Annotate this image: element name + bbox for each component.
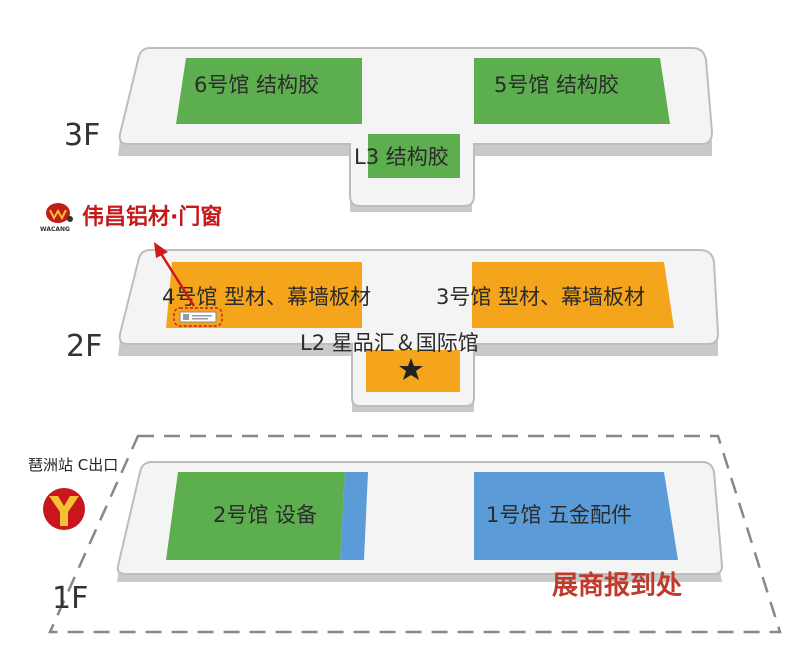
brand-name: 伟昌铝材·门窗 bbox=[82, 204, 222, 230]
floor-1f: 2号馆 设备 1号馆 五金配件 1F 展商报到处 bbox=[48, 434, 782, 634]
floor-3f-label: 3F bbox=[64, 118, 100, 153]
brand-pointer-arrow bbox=[154, 242, 196, 307]
metro-exit-label: 琶洲站 C出口 bbox=[28, 456, 118, 474]
guangzhou-metro-logo-icon bbox=[43, 488, 85, 530]
exhibitor-registration-label: 展商报到处 bbox=[552, 570, 682, 601]
hall-2-blue-strip[interactable] bbox=[340, 472, 368, 560]
hall-2-area[interactable] bbox=[166, 472, 345, 560]
floor-1f-label: 1F bbox=[52, 581, 88, 616]
star-icon bbox=[399, 358, 423, 380]
hall-2-label: 2号馆 设备 bbox=[213, 503, 317, 527]
hall-3-area[interactable] bbox=[472, 262, 674, 328]
hall-6-label: 6号馆 结构胶 bbox=[194, 73, 319, 97]
brand-logo: WACANG 伟昌铝材·门窗 bbox=[40, 203, 222, 233]
hall-l3-label: L3 结构胶 bbox=[354, 145, 449, 169]
brand-logo-wordmark: WACANG bbox=[40, 226, 70, 233]
floor-3f: 6号馆 结构胶 5号馆 结构胶 L3 结构胶 3F bbox=[64, 47, 714, 212]
hall-1-area[interactable] bbox=[474, 472, 678, 560]
hall-3-label: 3号馆 型材、幕墙板材 bbox=[436, 285, 645, 309]
booth-marker-icon[interactable] bbox=[173, 307, 223, 327]
hall-6-area[interactable] bbox=[176, 58, 362, 124]
floor-2f-label: 2F bbox=[66, 329, 102, 364]
hall-l2-label: L2 星品汇＆国际馆 bbox=[300, 331, 479, 355]
floor-2f: 4号馆 型材、幕墙板材 3号馆 型材、幕墙板材 L2 星品汇＆国际馆 2F bbox=[66, 249, 720, 412]
hall-l3-area[interactable] bbox=[368, 134, 460, 178]
hall-5-area[interactable] bbox=[474, 58, 670, 124]
hall-1-label: 1号馆 五金配件 bbox=[486, 503, 632, 527]
hall-4-label: 4号馆 型材、幕墙板材 bbox=[162, 285, 371, 309]
wacang-logo-icon bbox=[46, 203, 73, 223]
hall-5-label: 5号馆 结构胶 bbox=[494, 73, 619, 97]
metro-station: 琶洲站 C出口 bbox=[28, 456, 118, 530]
floor-1f-dashed-outline bbox=[48, 434, 782, 634]
